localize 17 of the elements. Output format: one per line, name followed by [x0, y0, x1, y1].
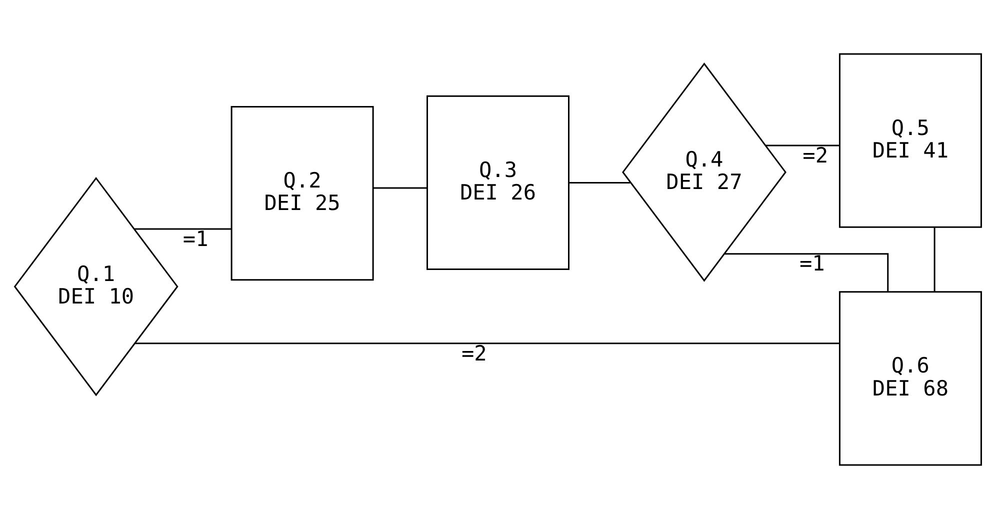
connector: [134, 228, 232, 230]
node-box: Q.2 DEI 25: [230, 105, 374, 280]
node-box: Q.3 DEI 26: [426, 94, 570, 270]
connector: [934, 227, 936, 292]
edge-label: =2: [802, 142, 828, 167]
edge-label: =2: [462, 340, 487, 365]
edge-label: =1: [182, 225, 208, 250]
edge-label: =1: [799, 250, 825, 276]
connector: [374, 186, 428, 188]
connector: [134, 342, 840, 344]
node-box: Q.5 DEI 41: [838, 52, 982, 228]
connector: [766, 144, 840, 146]
connector: [724, 252, 889, 291]
connector: [568, 181, 630, 183]
node-diamond: Q.4 DEI 27: [622, 62, 786, 282]
node-box: Q.6 DEI 68: [838, 290, 982, 466]
node-diamond: Q.1 DEI 10: [14, 176, 178, 396]
